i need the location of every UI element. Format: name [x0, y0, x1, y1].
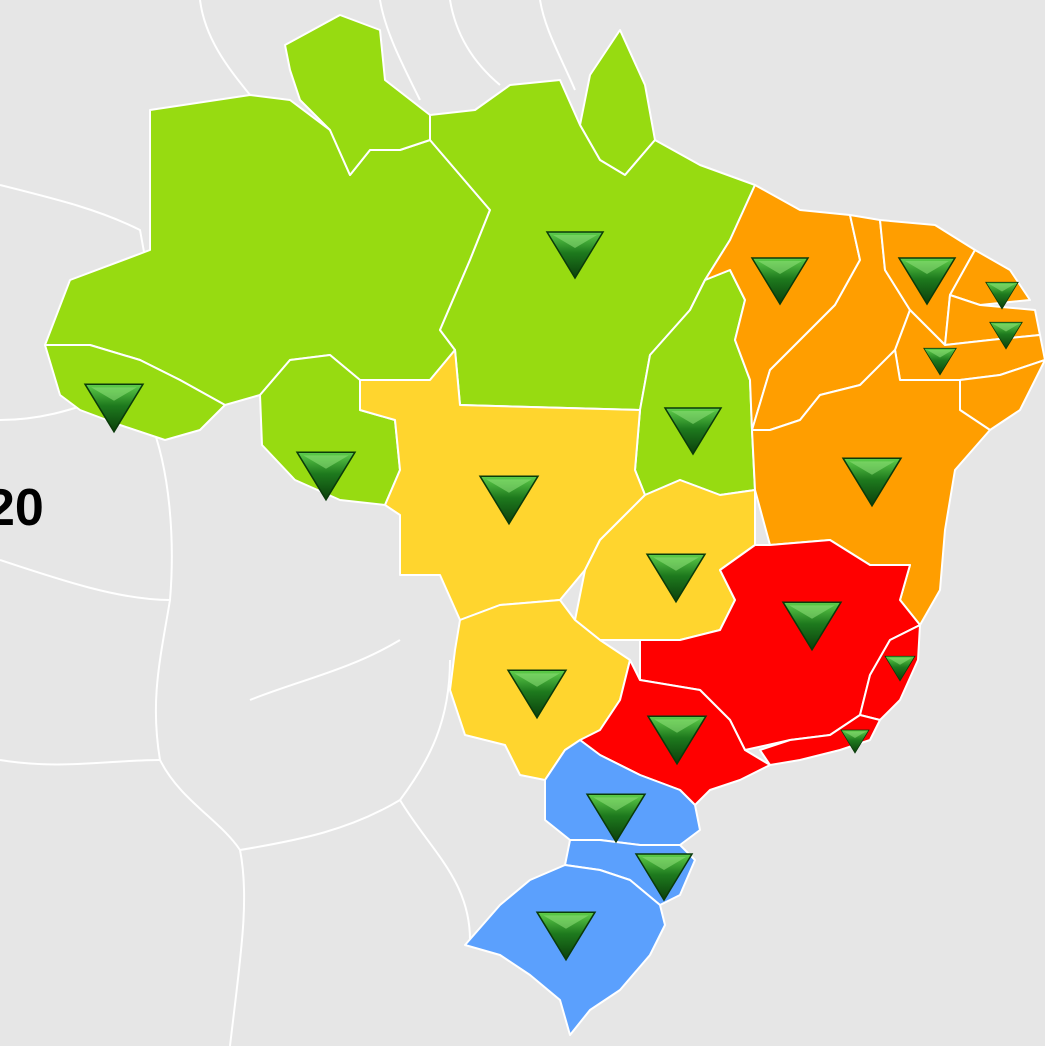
state-roraima: [284, 14, 431, 176]
map-value-label: 20: [0, 479, 44, 537]
state-espirito-santo: [859, 624, 921, 721]
state-parana: [544, 739, 701, 846]
neighbor-borders: [0, 0, 576, 1046]
region-north: [44, 14, 756, 506]
